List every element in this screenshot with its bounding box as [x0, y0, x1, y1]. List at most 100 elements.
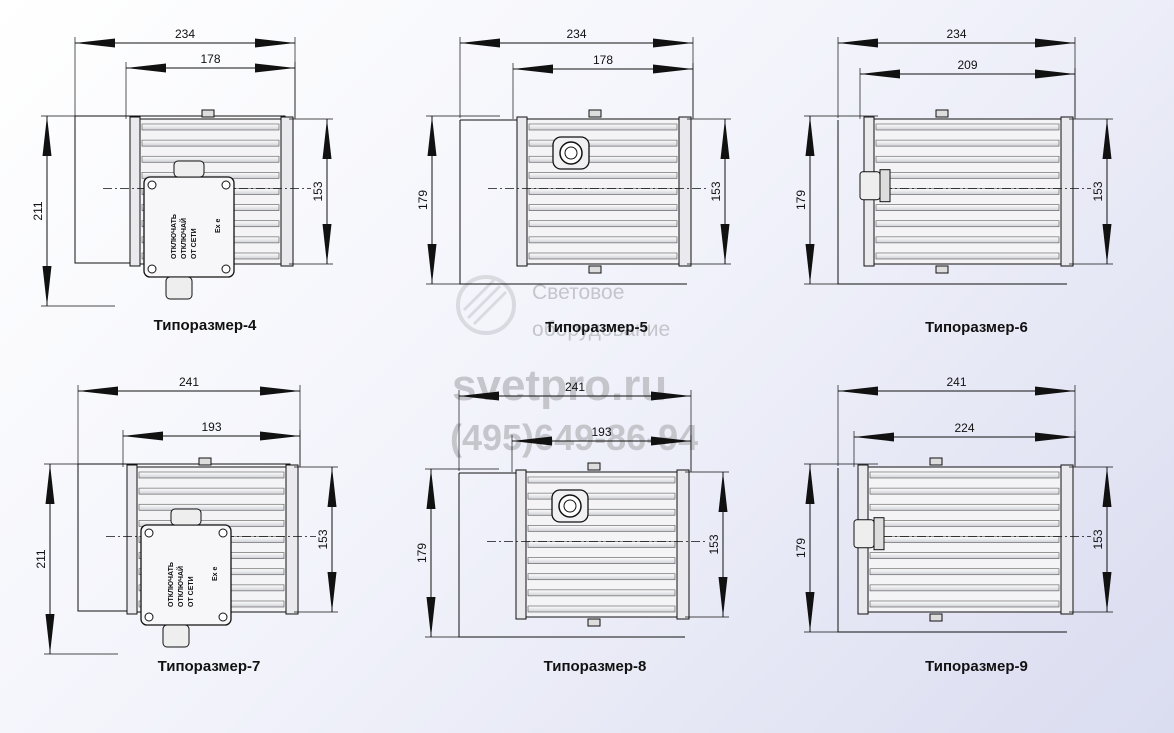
cooling-fin: [875, 220, 1060, 228]
cooling-fin: [869, 487, 1060, 495]
dim-inner: 224: [954, 421, 974, 435]
cooling-fin: [527, 589, 676, 597]
cooling-fin: [875, 172, 1060, 179]
arrow-down-icon: [1102, 224, 1112, 264]
cable-gland-top: [173, 160, 205, 178]
arrow-up-icon: [42, 116, 52, 156]
arrow-right-icon: [260, 431, 300, 441]
arrow-down-icon: [718, 577, 728, 617]
drawing-caption: Типоразмер-9: [925, 658, 1028, 675]
cable-gland-bottom: [165, 276, 193, 300]
dim-inner: 193: [591, 425, 611, 439]
end-cap-right: [1060, 116, 1074, 267]
cooling-fin: [869, 600, 1060, 608]
end-cap-left: [126, 464, 138, 615]
cable-gland-side: [859, 171, 881, 201]
drawing-caption: Типоразмер-8: [544, 658, 647, 675]
arrow-up-icon: [45, 464, 55, 504]
cooling-fin: [869, 584, 1060, 592]
dim-height-right: 153: [311, 181, 325, 201]
dim-width: 234: [946, 27, 966, 41]
bottom-clip: [587, 618, 601, 627]
top-clip: [587, 462, 601, 471]
cooling-fin: [528, 155, 678, 163]
drawing-caption: Типоразмер-5: [545, 319, 648, 336]
cooling-fin: [869, 552, 1060, 559]
cooling-fin: [869, 503, 1060, 511]
cooling-fin: [875, 155, 1060, 163]
arrow-up-icon: [805, 116, 815, 156]
housing-fins: [875, 123, 1060, 260]
cooling-fin: [875, 123, 1060, 131]
arrow-left-icon: [838, 38, 878, 48]
bottom-clip: [935, 265, 949, 274]
cooling-fin: [141, 123, 280, 131]
top-clip: [588, 109, 602, 118]
dim-inner: 193: [201, 420, 221, 434]
cooling-fin: [528, 123, 678, 131]
cooling-fin: [875, 236, 1060, 244]
housing-fins: [528, 123, 678, 260]
arrow-left-icon: [126, 63, 166, 73]
cable-gland-nut: [873, 517, 885, 551]
cooling-fin: [527, 476, 676, 484]
housing-fins: [869, 471, 1060, 608]
end-cap-right: [678, 116, 692, 267]
arrow-down-icon: [805, 592, 815, 632]
dim-width: 234: [175, 27, 195, 41]
watermark-line2: оборудование: [532, 318, 670, 341]
drawing-caption: Типоразмер-6: [925, 319, 1028, 336]
cooling-fin: [869, 536, 1060, 543]
arrow-right-icon: [653, 64, 693, 74]
arrow-right-icon: [1035, 432, 1075, 442]
arrow-left-icon: [838, 386, 878, 396]
arrow-down-icon: [327, 572, 337, 612]
end-cap-right: [676, 469, 690, 620]
dim-height-left: 179: [415, 543, 429, 563]
dim-height-right: 153: [1091, 529, 1105, 549]
arrow-up-icon: [718, 472, 728, 512]
dim-height-right: 153: [1091, 181, 1105, 201]
ex-mark: Ex e: [215, 218, 222, 233]
arrow-left-icon: [512, 436, 552, 446]
drawing-caption: Типоразмер-7: [158, 658, 261, 675]
cable-gland-side: [853, 519, 875, 549]
cable-gland-nut: [879, 169, 891, 203]
arrow-left-icon: [78, 386, 118, 396]
arrow-right-icon: [651, 436, 691, 446]
arrow-down-icon: [720, 224, 730, 264]
dim-height-left: 179: [416, 190, 430, 210]
dim-height-left: 211: [31, 201, 45, 220]
screw-icon: [147, 180, 157, 190]
cooling-fin: [527, 508, 676, 516]
arrow-left-icon: [460, 38, 500, 48]
arrow-right-icon: [651, 391, 691, 401]
screw-icon: [147, 264, 157, 274]
arrow-up-icon: [1102, 119, 1112, 159]
dim-inner: 209: [957, 58, 977, 72]
cooling-fin: [138, 487, 285, 495]
cooling-fin: [527, 525, 676, 532]
junction-box-text: ОТ СЕТИ: [191, 228, 198, 259]
cooling-fin: [528, 188, 678, 195]
cooling-fin: [875, 204, 1060, 211]
watermark-logo-icon: [456, 275, 516, 335]
arrow-up-icon: [327, 467, 337, 507]
arrow-up-icon: [805, 464, 815, 504]
cooling-fin: [528, 220, 678, 228]
arrow-down-icon: [805, 244, 815, 284]
arrow-right-icon: [653, 38, 693, 48]
arrow-left-icon: [123, 431, 163, 441]
end-cap-right: [1060, 464, 1074, 615]
bottom-clip: [588, 265, 602, 274]
end-cap-right: [285, 464, 299, 615]
watermark-site: svetpro.ru: [452, 361, 667, 410]
cooling-fin: [138, 503, 285, 511]
arrow-right-icon: [255, 63, 295, 73]
watermark-line1: Световое: [532, 281, 624, 304]
drawing-4: 241 193 179 153 Типоразмер-8: [415, 380, 729, 675]
top-clip: [198, 457, 212, 466]
gland-bore-icon: [564, 146, 578, 160]
arrow-down-icon: [322, 224, 332, 264]
